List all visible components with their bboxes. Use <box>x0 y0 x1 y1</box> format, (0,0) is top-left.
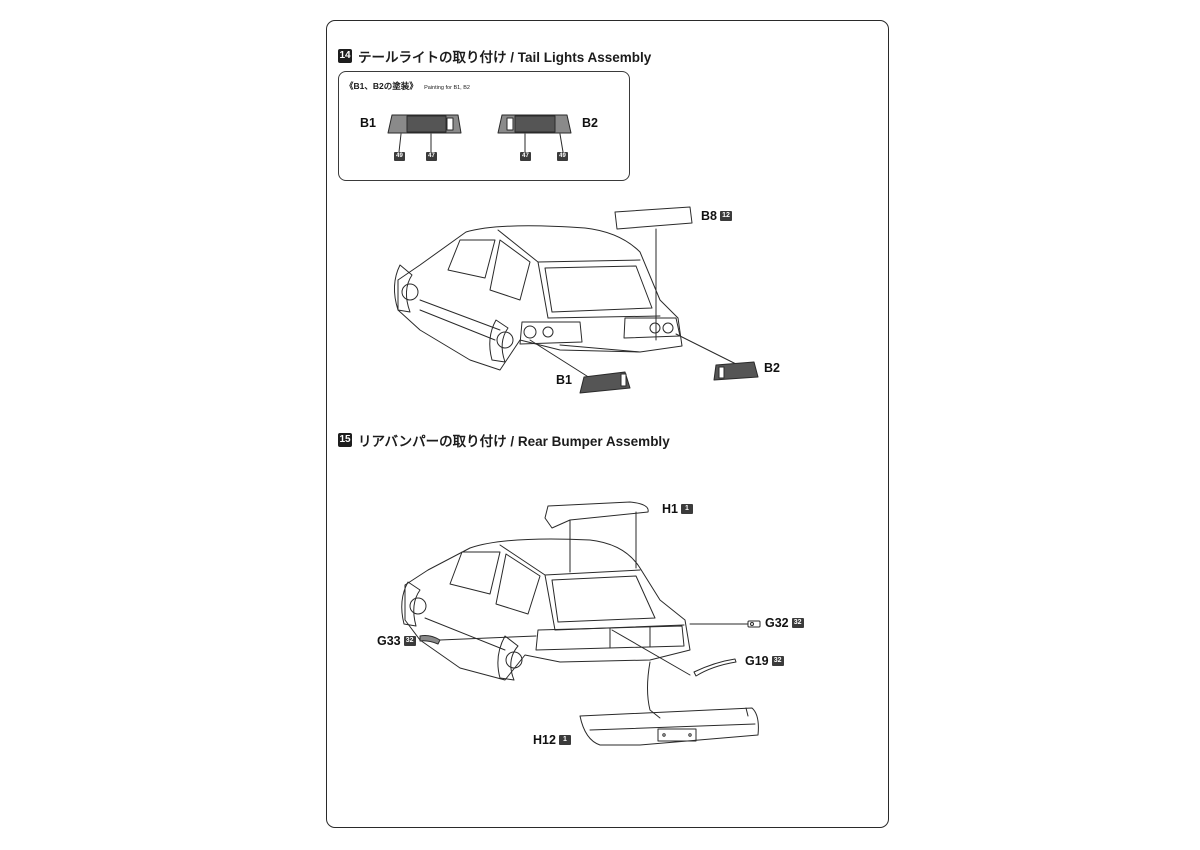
paint-code-b2-b: 49 <box>557 152 568 161</box>
step-14-number: 14 <box>338 49 352 63</box>
paint-code-b1-a: 49 <box>394 152 405 161</box>
part-b1-piece <box>579 371 631 394</box>
paint-part-b2 <box>497 114 572 153</box>
step-14-title: テールライトの取り付け / Tail Lights Assembly <box>358 50 652 65</box>
step-15-number: 15 <box>338 433 352 447</box>
painting-box: 《B1、B2の塗装》 Painting for B1, B2 <box>338 71 630 181</box>
paint-code-b1-b: 47 <box>426 152 437 161</box>
painting-title: 《B1、B2の塗装》 Painting for B1, B2 <box>345 80 470 92</box>
paint-label-b1: B1 <box>360 116 376 130</box>
part-g19-piece <box>693 658 737 677</box>
step-15-title: リアバンパーの取り付け / Rear Bumper Assembly <box>358 434 670 449</box>
car-body-step14 <box>394 206 741 379</box>
paint-part-b1 <box>387 114 462 153</box>
paint-label-b2: B2 <box>582 116 598 130</box>
part-g33-piece <box>419 635 441 645</box>
part-label-b2: B2 <box>764 361 780 375</box>
painting-title-jp: 《B1、B2の塗装》 <box>345 81 418 91</box>
paint-code-b2-a: 47 <box>520 152 531 161</box>
part-b2-piece <box>713 361 759 381</box>
part-label-b1: B1 <box>556 373 572 387</box>
step-14-heading: 14 テールライトの取り付け / Tail Lights Assembly <box>338 46 651 66</box>
part-h12-bumper <box>579 707 759 746</box>
step-15-heading: 15 リアバンパーの取り付け / Rear Bumper Assembly <box>338 430 670 450</box>
car-body-step15 <box>401 501 749 719</box>
instruction-sheet <box>326 20 889 828</box>
painting-title-en: Painting for B1, B2 <box>424 85 470 91</box>
part-g32-piece <box>747 620 761 628</box>
